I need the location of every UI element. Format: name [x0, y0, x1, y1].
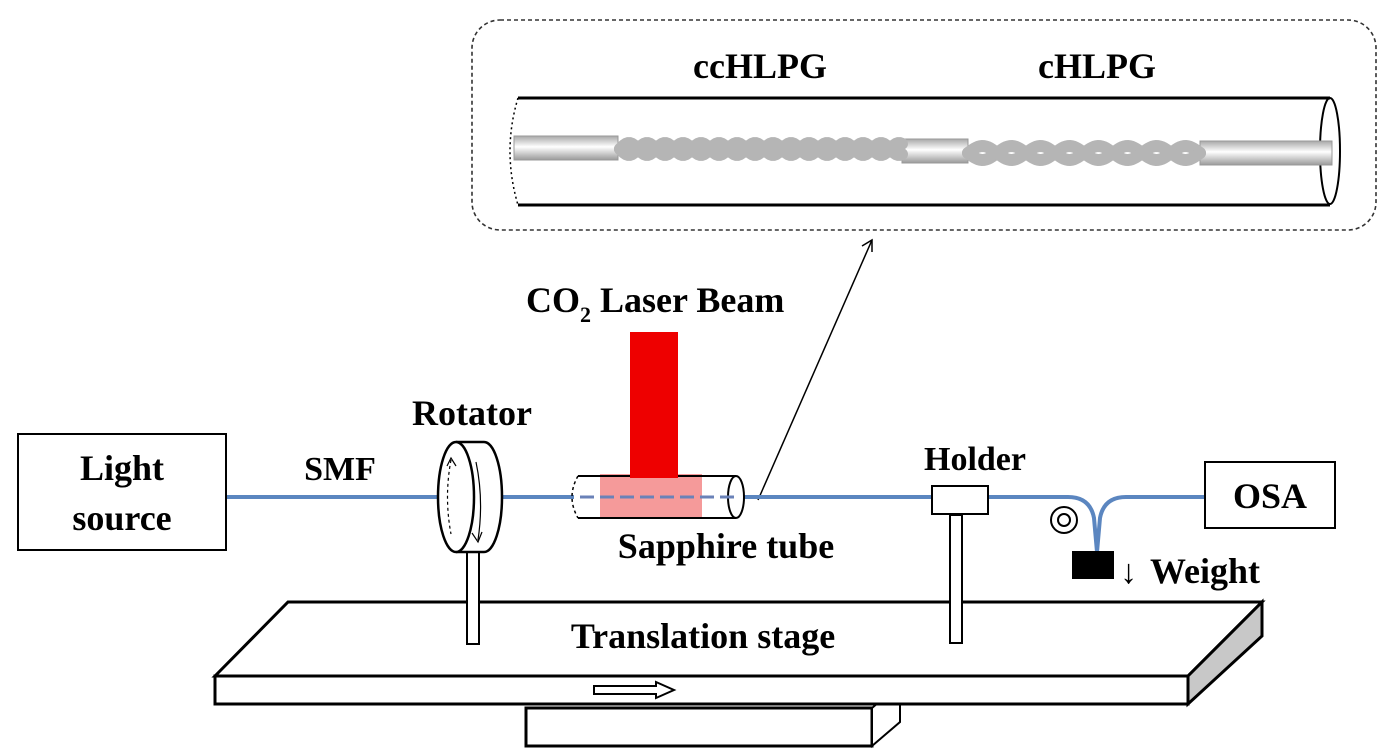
- inset-fiber-middle: [901, 138, 969, 164]
- sapphire-tube-label: Sapphire tube: [618, 526, 834, 566]
- fiber-segment-4: [988, 495, 1205, 553]
- stage-base-block: [524, 706, 874, 748]
- inset-tube-left-end: [509, 97, 519, 206]
- helix-c-strand-2: [962, 139, 1206, 167]
- weight-block: [1072, 551, 1114, 579]
- rotator-post: [466, 551, 480, 645]
- rotator-arrow-up: [446, 456, 457, 467]
- optical-fiber: [226, 495, 1205, 553]
- stage-direction-arrow: [593, 680, 677, 700]
- holder-clamp: [931, 485, 989, 515]
- translation-stage-label: Translation stage: [571, 616, 835, 656]
- co2-laser-label-co: CO: [526, 280, 580, 320]
- weight-arrow-glyph: ↓: [1120, 554, 1137, 591]
- rotator-rotation-arrow: [446, 459, 452, 535]
- rotator-label: Rotator: [412, 393, 532, 433]
- co2-laser-label-rest: Laser Beam: [591, 280, 784, 320]
- zoom-arrow: [757, 238, 873, 501]
- osa-label: OSA: [1233, 476, 1307, 516]
- rotator-arrow-down: [471, 531, 483, 544]
- co2-laser-beam: [630, 332, 678, 478]
- rotator-face: [436, 440, 476, 554]
- light-source-line2: source: [72, 498, 171, 538]
- chlpg-label: cHLPG: [1038, 46, 1156, 86]
- inset-tube-outline: [518, 96, 1330, 207]
- cchlpg-label: ccHLPG: [693, 46, 827, 86]
- rotator: [436, 440, 504, 554]
- rotator-arrow-line: [475, 461, 482, 541]
- cchlpg-grating: [614, 137, 908, 161]
- translation-stage: Translation stage: [211, 598, 1266, 749]
- sapphire-tube: [571, 474, 745, 519]
- weight-label: Weight: [1150, 551, 1260, 591]
- light-source-box: [17, 433, 227, 551]
- osa-box: [1204, 461, 1336, 529]
- inset-panel: ccHLPG cHLPG: [471, 19, 1377, 231]
- holder-label: Holder: [924, 441, 1026, 478]
- holder-post: [949, 514, 963, 644]
- helix-cc-strand-2: [614, 137, 908, 161]
- light-source-line1: Light: [80, 448, 164, 488]
- inset-dashed-border: [471, 19, 1377, 231]
- pulley-wheel-inner: [1057, 513, 1071, 527]
- co2-laser-label-sub: 2: [580, 302, 591, 327]
- stage-front-face: [213, 674, 1190, 706]
- chlpg-grating: [962, 139, 1206, 167]
- co2-laser-label: CO2 Laser Beam: [526, 280, 784, 327]
- inset-fiber-right: [1199, 140, 1333, 166]
- inset-fiber-left: [513, 135, 619, 161]
- smf-label: SMF: [304, 451, 376, 488]
